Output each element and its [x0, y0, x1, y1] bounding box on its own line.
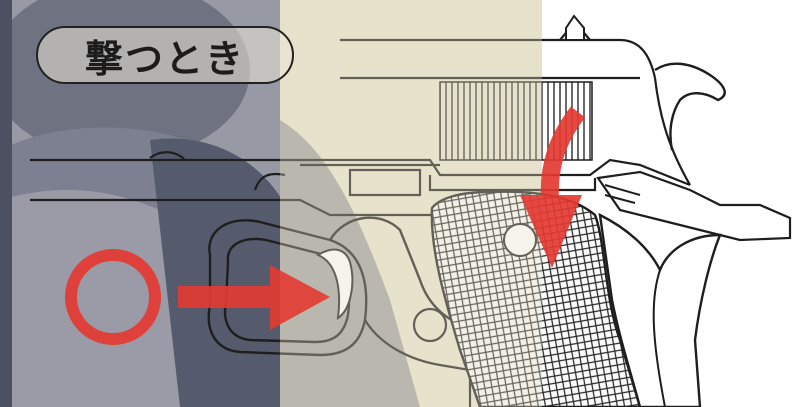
paper-tint-overlay: [280, 0, 542, 407]
caption-text: 撃つとき: [85, 28, 245, 83]
caption-pill: 撃つとき: [36, 26, 294, 84]
